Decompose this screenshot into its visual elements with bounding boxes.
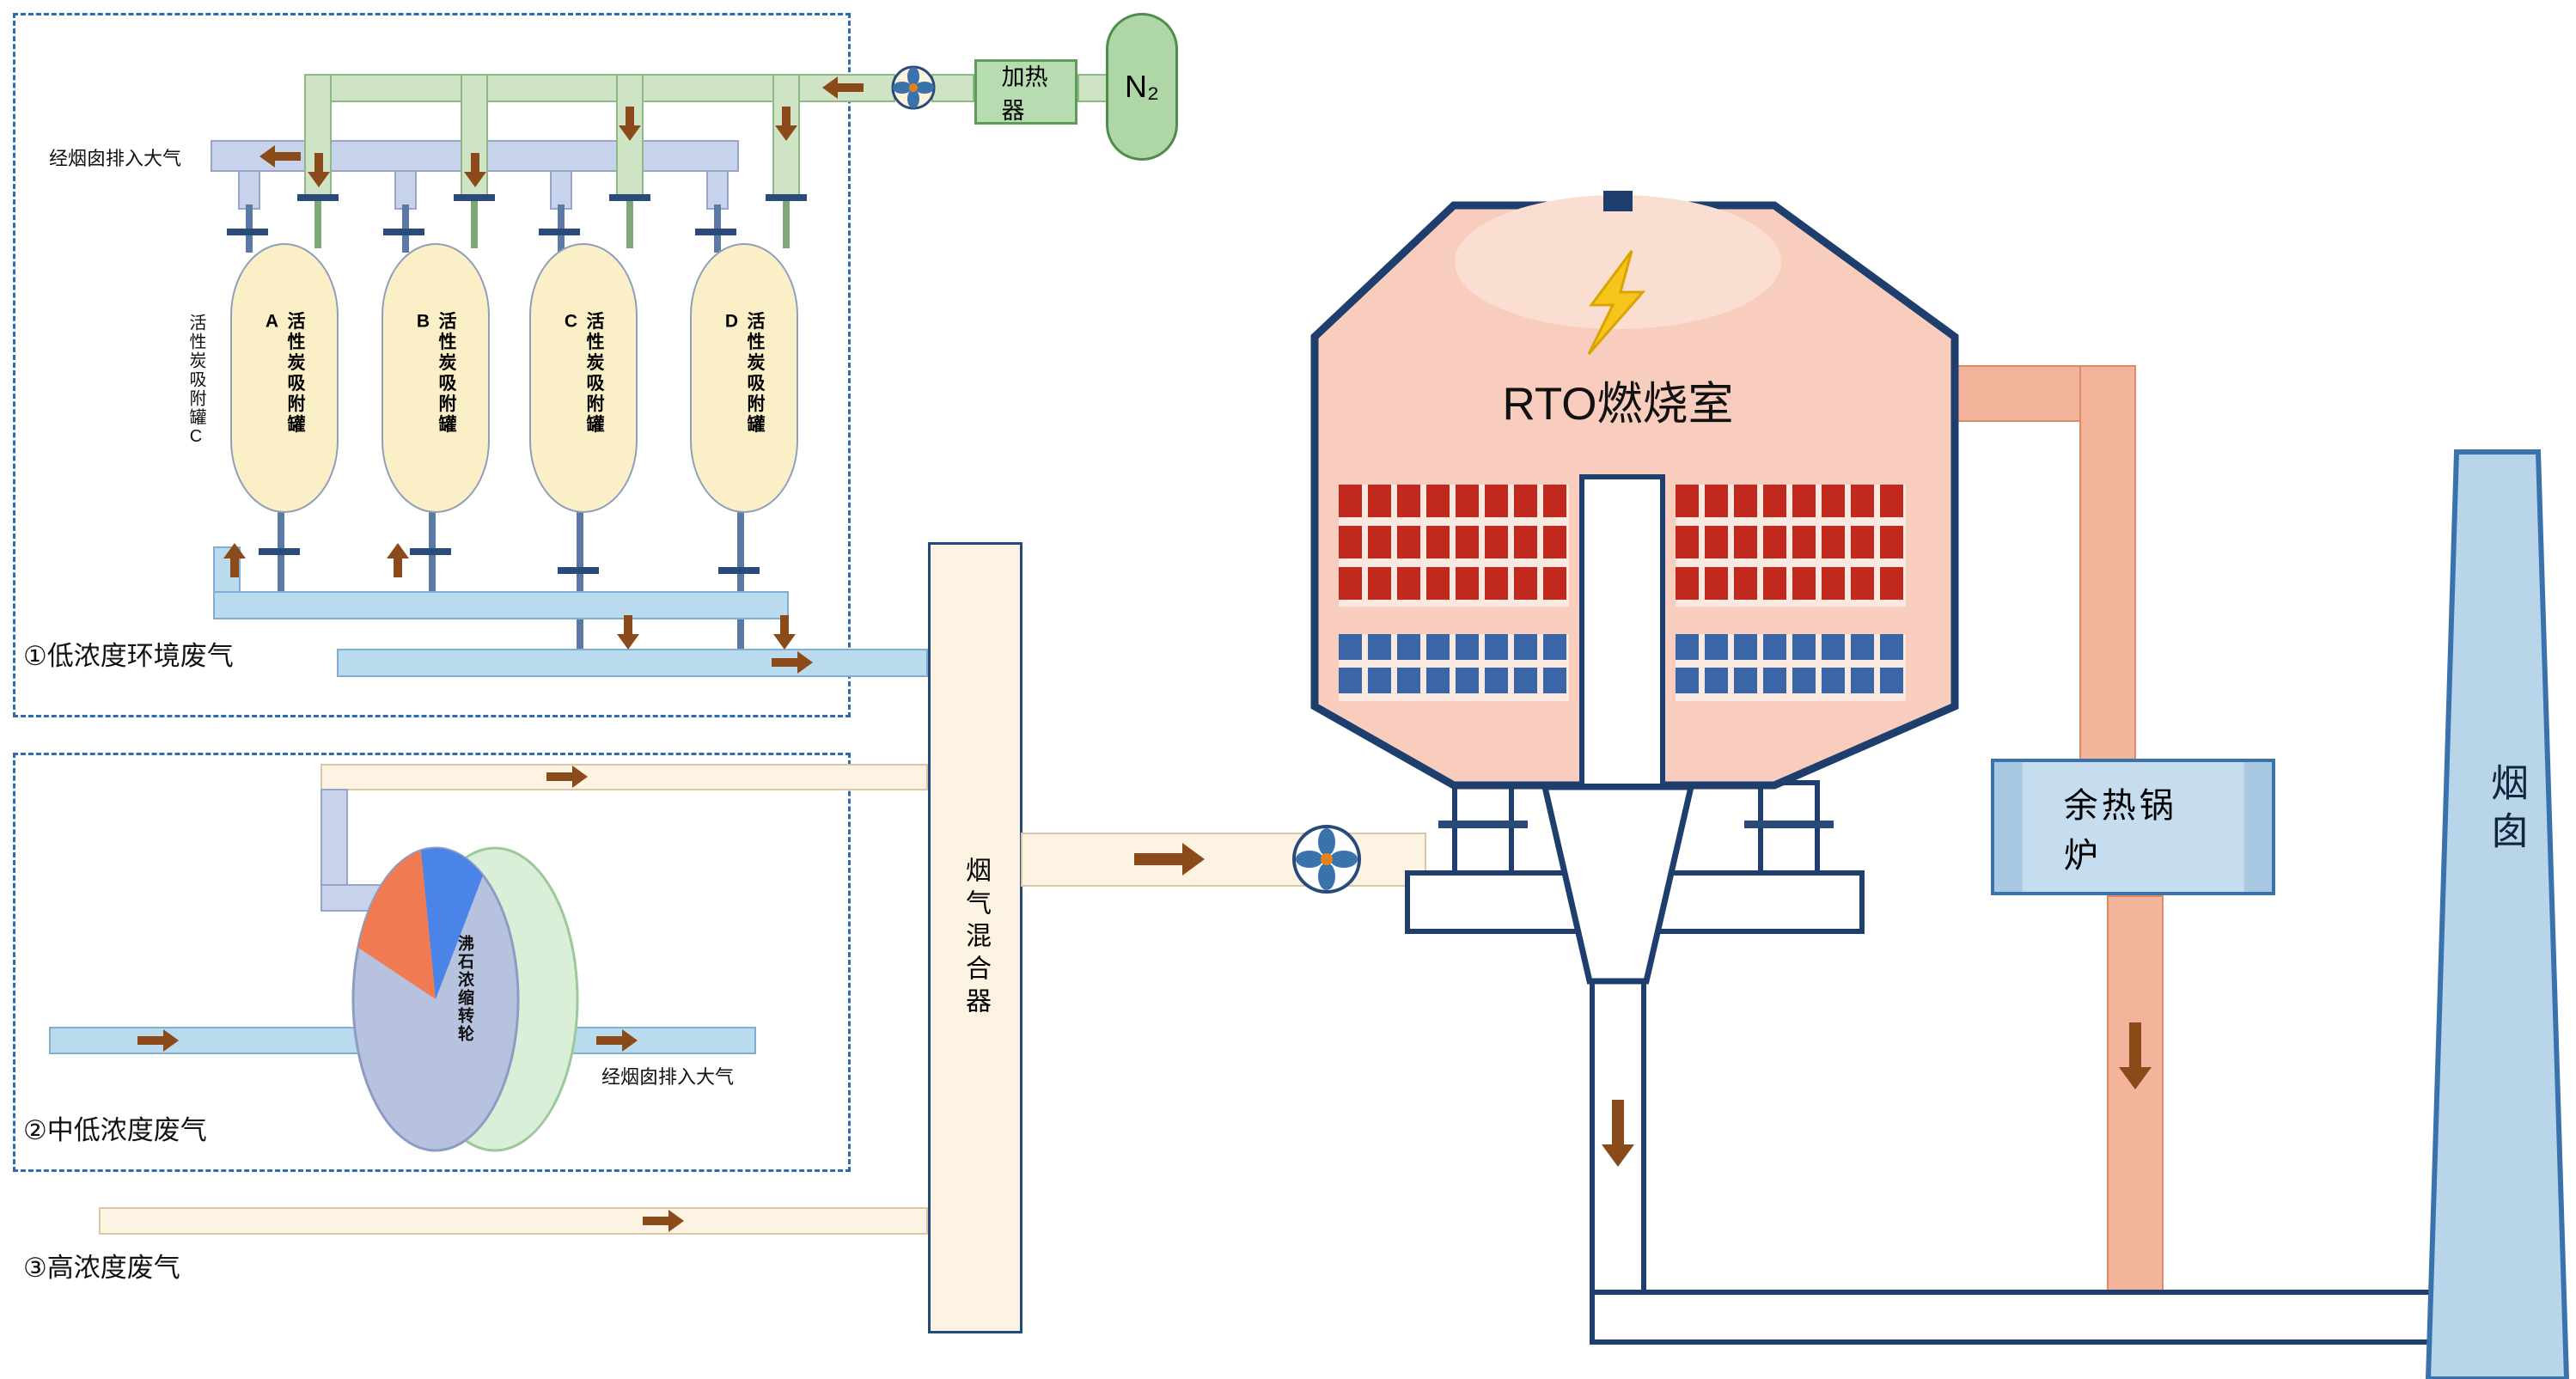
flow-arrow-down xyxy=(2129,1022,2141,1067)
pipe-wastegas-header-2 xyxy=(337,649,928,677)
pipe-wheel-outlet xyxy=(320,884,411,912)
pipe-boiler-outlet xyxy=(2107,895,2164,1292)
low-concentration-label: ①低浓度环境废气 xyxy=(23,641,234,671)
flow-arrow-right xyxy=(137,1036,163,1045)
waste-heat-boiler: 余热锅炉 xyxy=(1991,759,2275,895)
valve-icon xyxy=(718,567,760,574)
flow-arrow-right xyxy=(772,658,797,667)
adsorption-tank-d-label: 活性炭吸附罐D xyxy=(722,311,765,436)
pipe-wastegas-header-1 xyxy=(213,591,789,619)
flow-arrow-up xyxy=(230,558,239,577)
flow-arrow-up xyxy=(394,558,402,577)
ceramic-bed-red-right xyxy=(1676,485,1906,607)
valve-icon xyxy=(259,548,300,555)
valve-icon xyxy=(454,194,495,201)
flow-arrow-down xyxy=(314,153,323,172)
exhaust-label-1: 经烟囱排入大气 xyxy=(49,148,182,169)
flow-arrow-down xyxy=(624,615,632,634)
adsorption-tank-c: 活性炭吸附罐C xyxy=(529,243,638,513)
ceramic-bed-blue-left xyxy=(1339,634,1569,701)
ceramic-bed-red-left xyxy=(1339,485,1569,607)
adsorption-tank-d: 活性炭吸附罐D xyxy=(690,243,798,513)
flow-arrow-right xyxy=(546,772,572,781)
flow-arrow-down xyxy=(471,153,479,172)
adsorption-tank-c-label: 活性炭吸附罐C xyxy=(561,311,604,436)
pipe-exhaust-drop xyxy=(238,170,260,210)
valve-icon xyxy=(383,229,424,235)
pipe-rto-riser-right xyxy=(1758,780,1820,876)
rto-central-duct xyxy=(1579,474,1665,789)
pipe-high-concentration xyxy=(99,1207,928,1235)
valve-icon xyxy=(1744,821,1834,828)
pipe-fan-to-heater xyxy=(931,74,974,102)
pipe-exhaust-drop xyxy=(394,170,417,210)
rto-top-port xyxy=(1603,191,1633,211)
flow-arrow-down xyxy=(1612,1100,1624,1144)
tank-bottom-stem xyxy=(737,511,744,650)
mid-concentration-label: ②中低浓度废气 xyxy=(23,1115,207,1145)
burner-lightning-icon xyxy=(1587,250,1646,355)
nitrogen-stem xyxy=(471,197,478,248)
n2-tank: N₂ xyxy=(1106,13,1178,161)
chimney-shape xyxy=(2425,449,2570,1379)
pipe-rto-inlet-manifold xyxy=(1405,870,1865,934)
pipe-rto-to-boiler-v xyxy=(2079,365,2136,760)
nitrogen-stem xyxy=(783,197,790,248)
flow-arrow-down xyxy=(782,107,791,125)
flow-arrow-right xyxy=(1134,853,1182,865)
valve-icon xyxy=(558,567,599,574)
heater-box: 加热器 xyxy=(974,59,1077,125)
adsorption-tank-b: 活性炭吸附罐B xyxy=(382,243,490,513)
valve-icon xyxy=(695,229,736,235)
chimney-label: 烟囱 xyxy=(2485,763,2527,859)
pipe-nitrogen-main xyxy=(304,74,895,102)
adsorption-tank-a-label: 活性炭吸附罐A xyxy=(262,311,305,436)
nitrogen-stem xyxy=(626,197,633,248)
pipe-joint xyxy=(2083,369,2133,418)
rto-vessel-highlight xyxy=(1455,195,1781,329)
rto-title: RTO燃烧室 xyxy=(1502,379,1734,430)
mixer-label: 烟气混合器 xyxy=(961,856,990,1020)
zeolite-wheel-label: 沸石浓缩转轮 xyxy=(455,935,473,1043)
n2-label: N₂ xyxy=(1125,69,1159,104)
pipe-joint xyxy=(1596,1296,1640,1339)
exhaust-label-2: 经烟囱排入大气 xyxy=(601,1066,735,1088)
side-tank-label: 活性炭吸附罐C xyxy=(186,314,205,448)
pipe-exhaust-drop xyxy=(706,170,729,210)
nitrogen-fan-icon xyxy=(891,65,936,110)
valve-icon xyxy=(1438,821,1528,828)
low-concentration-section-outline xyxy=(13,13,851,717)
high-concentration-label: ③高浓度废气 xyxy=(23,1253,180,1283)
valve-icon xyxy=(609,194,650,201)
pipe-mixer-to-rto xyxy=(1021,833,1426,887)
pipe-concentrated-gas xyxy=(320,764,928,790)
flow-arrow-right xyxy=(596,1036,622,1045)
flow-arrow-left xyxy=(275,152,301,161)
valve-icon xyxy=(539,229,580,235)
mixer-vessel: 烟气混合器 xyxy=(928,542,1022,1333)
pipe-to-chimney xyxy=(1590,1290,2449,1345)
tank-bottom-stem xyxy=(577,511,583,650)
pipe-wheel-exhaust xyxy=(533,1027,756,1054)
valve-icon xyxy=(227,229,268,235)
flow-arrow-down xyxy=(780,615,789,634)
valve-icon xyxy=(766,194,807,201)
mid-concentration-section-outline xyxy=(13,753,851,1172)
valve-icon xyxy=(410,548,451,555)
heater-label: 加热器 xyxy=(1001,64,1048,124)
boiler-label: 余热锅炉 xyxy=(2063,786,2177,875)
valve-icon xyxy=(297,194,339,201)
pipe-wheel-inlet xyxy=(49,1027,395,1054)
nitrogen-stem xyxy=(314,197,321,248)
flow-arrow-right xyxy=(643,1217,668,1225)
adsorption-tank-b-label: 活性炭吸附罐B xyxy=(413,311,456,436)
ceramic-bed-blue-right xyxy=(1676,634,1906,701)
adsorption-tank-a: 活性炭吸附罐A xyxy=(230,243,339,513)
pipe-rto-riser-left xyxy=(1452,780,1514,876)
flow-arrow-down xyxy=(626,107,634,125)
flow-arrow-left xyxy=(838,83,864,92)
